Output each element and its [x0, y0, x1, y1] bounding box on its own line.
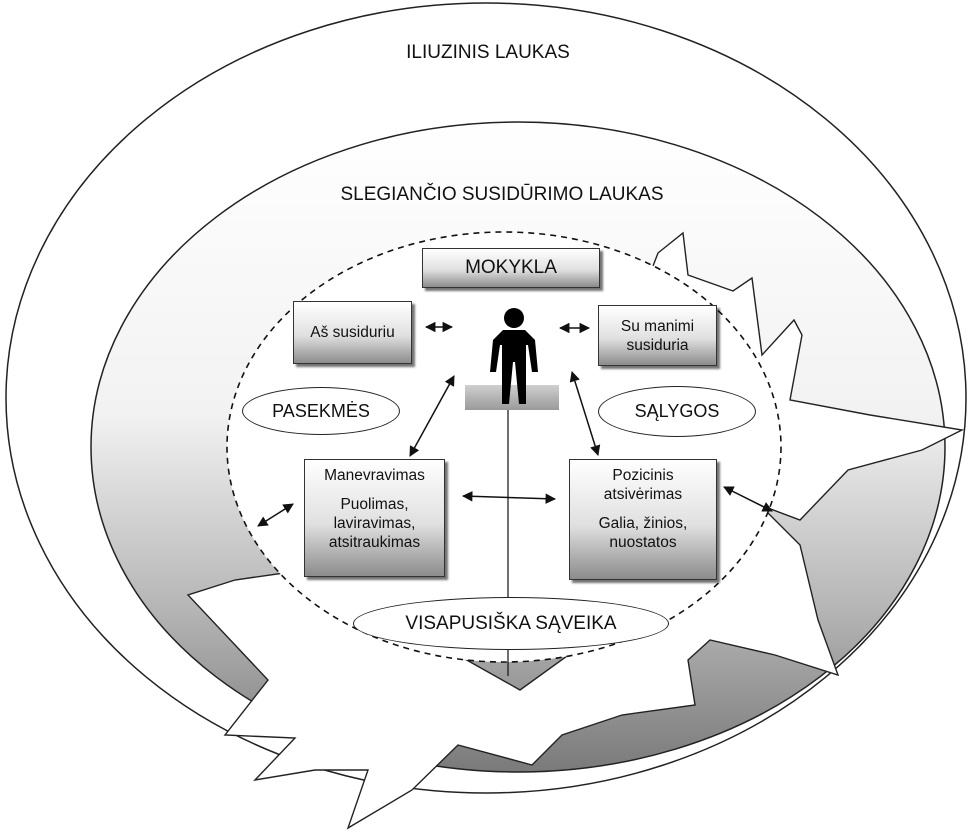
consequences-label: PASEKMĖS	[272, 400, 370, 421]
maneuvering-line1: Puolimas,	[340, 496, 409, 513]
arrow-positional-outside	[723, 486, 773, 512]
arrow-person-positional	[569, 370, 601, 457]
maneuvering-line2: laviravimas,	[333, 515, 416, 532]
positional-title-line2: atsivėrimas	[603, 486, 683, 503]
consequences-ellipse: PASEKMĖS	[242, 387, 400, 435]
school-label: MOKYKLA	[465, 257, 557, 278]
confronts-me-line2: susiduria	[626, 336, 689, 354]
arrow-maneuvering-positional	[461, 491, 557, 504]
maneuvering-box: Manevravimas Puolimas, laviravimas, atsi…	[304, 459, 445, 577]
i-confront-label: Aš susiduriu	[310, 324, 395, 341]
confronts-me-line1: Su manimi	[620, 317, 695, 335]
interaction-label: VISAPUSIŠKA SĄVEIKA	[405, 612, 617, 634]
maneuvering-line3: atsitraukimas	[328, 534, 421, 551]
interaction-ellipse: VISAPUSIŠKA SĄVEIKA	[353, 597, 669, 650]
positional-title-line1: Pozicinis	[612, 467, 674, 484]
illusory-field-title: ILIUZINIS LAUKAS	[406, 42, 570, 63]
positional-line2: nuostatos	[609, 534, 677, 551]
arrow-maneuvering-outside	[257, 503, 294, 527]
arrow-person-maneuvering	[409, 375, 455, 457]
conditions-ellipse: SĄLYGOS	[598, 386, 756, 437]
positional-line1: Galia, žinios,	[598, 515, 688, 532]
person-silhouette-icon	[465, 308, 559, 410]
positional-opening-box: Pozicinis atsivėrimas Galia, žinios, nuo…	[569, 459, 717, 580]
i-confront-box: Aš susiduriu	[293, 301, 412, 364]
school-box: MOKYKLA	[422, 248, 600, 288]
confrontation-field-title: SLEGIANČIO SUSIDŪRIMO LAUKAS	[340, 184, 664, 205]
confronts-me-box: Su manimi susiduria	[598, 305, 717, 366]
conditions-label: SĄLYGOS	[634, 401, 720, 421]
maneuvering-title: Manevravimas	[324, 467, 425, 484]
